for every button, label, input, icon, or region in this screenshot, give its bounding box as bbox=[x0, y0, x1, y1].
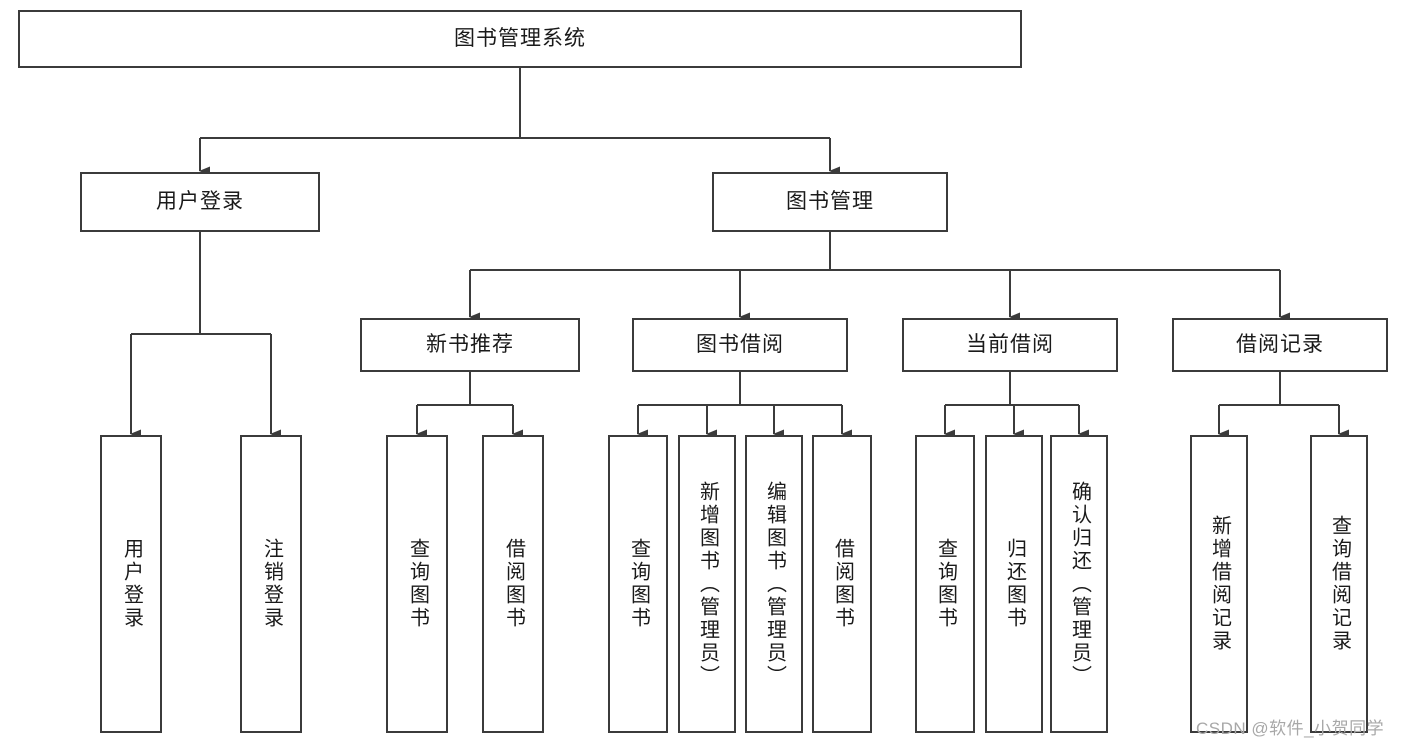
node-label: 图书管理系统 bbox=[454, 27, 586, 51]
node-label: 归还图书 bbox=[1003, 538, 1026, 630]
node-label: 当前借阅 bbox=[966, 333, 1054, 357]
node-l_logout[interactable]: 注销登录 bbox=[240, 435, 302, 733]
node-bookmgmt[interactable]: 图书管理 bbox=[712, 172, 948, 232]
node-label: 新增借阅记录 bbox=[1208, 515, 1231, 653]
node-label: 查询图书 bbox=[406, 538, 429, 630]
node-root[interactable]: 图书管理系统 bbox=[18, 10, 1022, 68]
node-l_userlogin[interactable]: 用户登录 bbox=[100, 435, 162, 733]
node-label: 新书推荐 bbox=[426, 333, 514, 357]
node-label: 查询图书 bbox=[627, 538, 650, 630]
node-label: 用户登录 bbox=[120, 538, 143, 630]
node-c_confirm[interactable]: 确认归还（管理员） bbox=[1050, 435, 1108, 733]
node-newbook[interactable]: 新书推荐 bbox=[360, 318, 580, 372]
node-b_edit[interactable]: 编辑图书（管理员） bbox=[745, 435, 803, 733]
node-b_query[interactable]: 查询图书 bbox=[608, 435, 668, 733]
node-label: 查询借阅记录 bbox=[1328, 515, 1351, 653]
node-records[interactable]: 借阅记录 bbox=[1172, 318, 1388, 372]
node-label: 编辑图书（管理员） bbox=[763, 480, 786, 688]
node-b_add[interactable]: 新增图书（管理员） bbox=[678, 435, 736, 733]
node-label: 图书管理 bbox=[786, 190, 874, 214]
node-label: 借阅图书 bbox=[831, 538, 854, 630]
node-login[interactable]: 用户登录 bbox=[80, 172, 320, 232]
node-borrow[interactable]: 图书借阅 bbox=[632, 318, 848, 372]
node-b_lend[interactable]: 借阅图书 bbox=[812, 435, 872, 733]
node-n_borrow[interactable]: 借阅图书 bbox=[482, 435, 544, 733]
watermark-label: CSDN @软件_小贺同学 bbox=[1196, 719, 1385, 738]
node-n_query[interactable]: 查询图书 bbox=[386, 435, 448, 733]
node-label: 确认归还（管理员） bbox=[1068, 480, 1091, 688]
node-c_query[interactable]: 查询图书 bbox=[915, 435, 975, 733]
connector-lines bbox=[130, 68, 1349, 439]
node-label: 借阅记录 bbox=[1236, 333, 1324, 357]
node-label: 查询图书 bbox=[934, 538, 957, 630]
node-current[interactable]: 当前借阅 bbox=[902, 318, 1118, 372]
node-label: 用户登录 bbox=[156, 190, 244, 214]
node-r_query[interactable]: 查询借阅记录 bbox=[1310, 435, 1368, 733]
node-c_return[interactable]: 归还图书 bbox=[985, 435, 1043, 733]
node-label: 新增图书（管理员） bbox=[696, 480, 719, 688]
node-r_add[interactable]: 新增借阅记录 bbox=[1190, 435, 1248, 733]
node-label: 图书借阅 bbox=[696, 333, 784, 357]
node-label: 借阅图书 bbox=[502, 538, 525, 630]
node-label: 注销登录 bbox=[260, 538, 283, 630]
